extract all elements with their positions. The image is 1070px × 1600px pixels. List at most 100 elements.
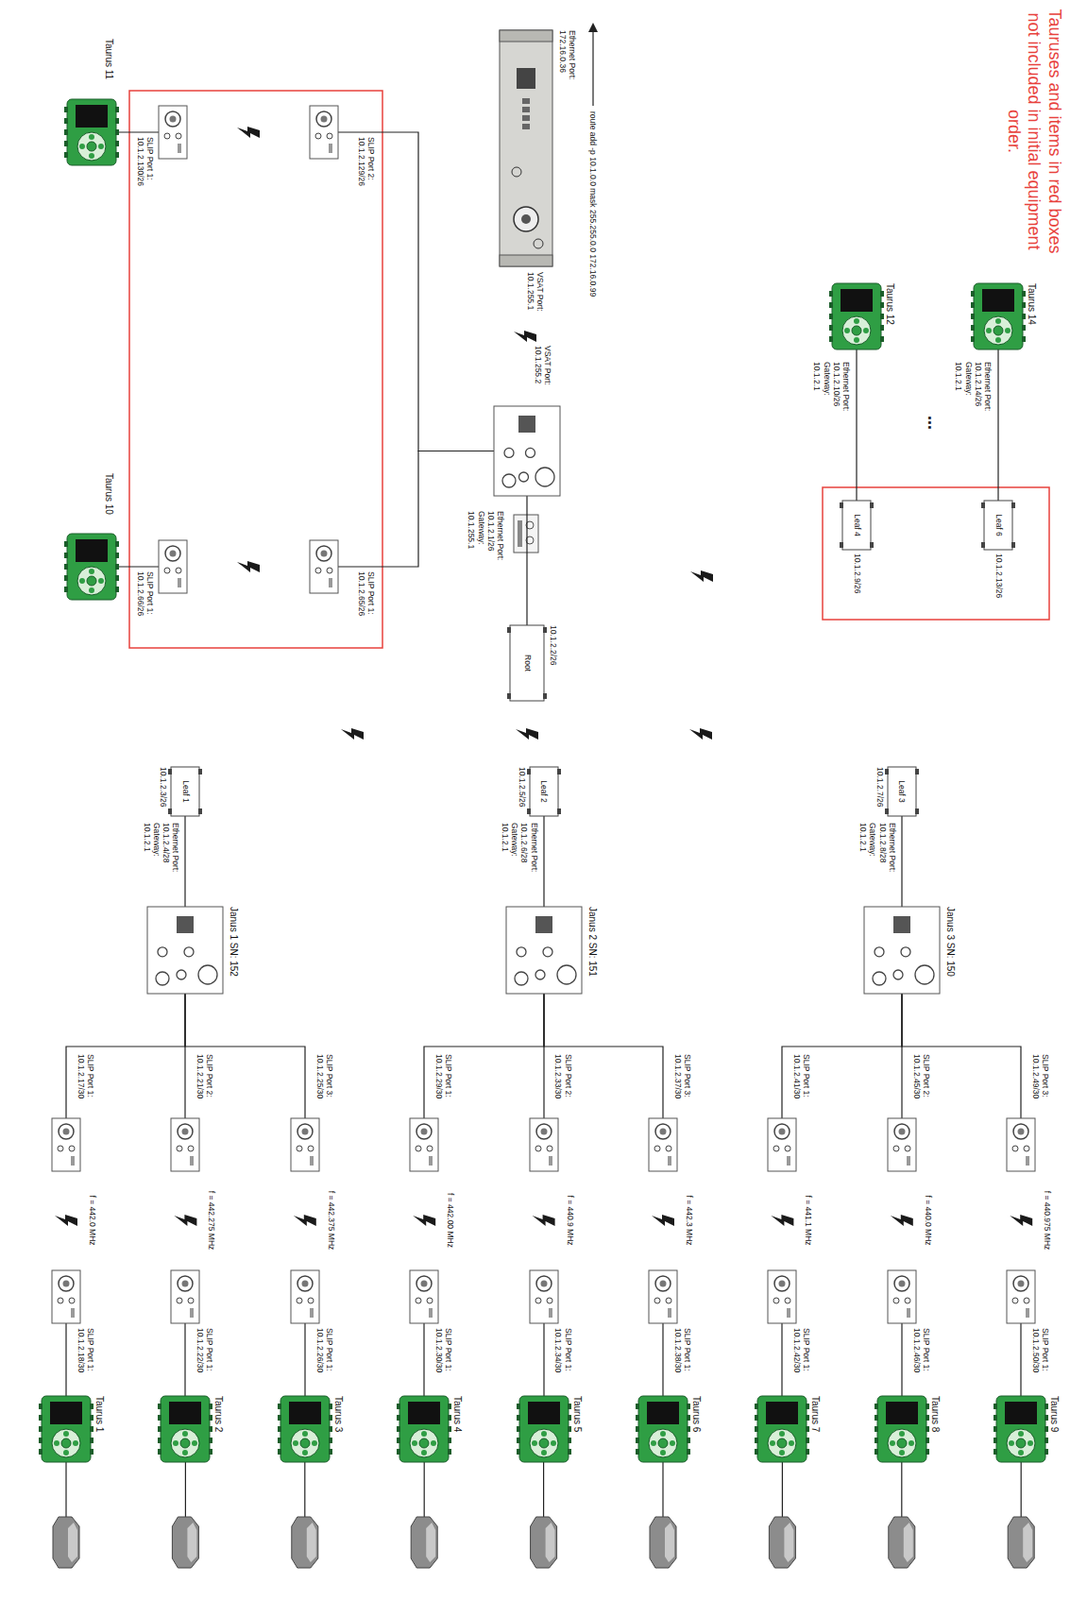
radio-shape xyxy=(170,1270,200,1324)
connector xyxy=(900,1323,902,1396)
port-label: Ethernet Port: 10.1.2.10/26 Gateway: 10.… xyxy=(812,360,851,427)
radio-shape xyxy=(529,1118,559,1172)
port-label: SLIP Port 3: 10.1.2.37/30 xyxy=(673,1053,693,1115)
lightning-symbol xyxy=(532,1214,556,1226)
connector xyxy=(424,993,544,1119)
leaf-box: Leaf 610.1.2.13/26 xyxy=(984,500,1013,550)
taurus-shape xyxy=(973,283,1023,350)
taurus-box: Taurus 7 xyxy=(757,1395,807,1462)
connector xyxy=(543,815,544,907)
radio-shape xyxy=(409,1270,439,1324)
port-label: SLIP Port 2: 10.1.2.129/26 xyxy=(356,136,376,198)
leaf-box: Leaf 210.1.2.5/26 xyxy=(529,766,559,816)
taurus-shape xyxy=(67,99,117,166)
lightning-symbol xyxy=(237,560,260,573)
port-label: SLIP Port 1: 10.1.2.30/30 xyxy=(434,1327,454,1389)
radio-shape xyxy=(170,1118,200,1172)
leaf-box: Leaf 110.1.2.3/26 xyxy=(170,766,200,816)
taurus-box: Taurus 5 xyxy=(519,1395,569,1462)
port-label: SLIP Port 1: 10.1.2.66/26 xyxy=(135,571,155,632)
port-label: Taurus 6 xyxy=(690,1395,702,1432)
port-label: VSAT Port: 10.1.255.1 xyxy=(526,271,545,329)
radio-shape xyxy=(309,105,339,159)
taurus-box: Taurus 12 xyxy=(832,283,882,350)
port-label: SLIP Port 1: 10.1.2.50/30 xyxy=(1031,1327,1051,1389)
port-label: SLIP Port 1: 10.1.2.18/30 xyxy=(76,1327,96,1389)
radio-box: SLIP Port 1: 10.1.2.42/30 xyxy=(767,1270,797,1324)
device-name: Root xyxy=(522,654,531,672)
port-label: Ethernet Port: 10.1.2.6/28 Gateway: 10.1… xyxy=(500,821,540,884)
janus-shape xyxy=(864,906,940,994)
leaf-box: Root10.1.2.2/26 xyxy=(509,625,544,701)
ellipsis-mark: ... xyxy=(922,415,944,430)
radio-box: SLIP Port 3: 10.1.2.25/30 xyxy=(290,1118,320,1172)
janus-shape xyxy=(506,906,582,994)
radio-box: SLIP Port 3: 10.1.2.49/30 xyxy=(1006,1118,1036,1172)
lightning-symbol xyxy=(237,126,260,138)
radio-shape xyxy=(648,1270,678,1324)
lightning-symbol xyxy=(890,1214,914,1226)
port-label: Janus 3 SN: 150 xyxy=(944,906,956,977)
taurus-box: Taurus 11 xyxy=(67,99,117,166)
frequency-label: f = 440.975 MHz xyxy=(1042,1185,1053,1256)
connector xyxy=(781,1323,782,1396)
port-label: SLIP Port 3: 10.1.2.49/30 xyxy=(1031,1053,1051,1115)
radio-shape xyxy=(290,1270,320,1324)
port-label: Ethernet Port: 10.1.2.1/26 Gateway: 10.1… xyxy=(466,509,506,580)
connector xyxy=(1019,1323,1021,1396)
port-label: Taurus 10 xyxy=(102,473,115,515)
radio-box: SLIP Port 2: 10.1.2.129/26 xyxy=(309,105,339,159)
frequency-label: f = 442.375 MHz xyxy=(326,1185,337,1256)
port-label: 10.1.2.5/26 xyxy=(516,766,527,808)
frequency-label: f = 442.0 MHz xyxy=(87,1185,98,1256)
janus-box: VSAT Port: 10.1.255.2 xyxy=(493,406,561,496)
sensor-icon xyxy=(291,1461,319,1568)
radio-shape xyxy=(887,1270,917,1324)
connector xyxy=(65,1323,67,1396)
connector xyxy=(423,1323,425,1396)
port-label: SLIP Port 1: 10.1.2.46/30 xyxy=(911,1327,931,1389)
port-label: Taurus 1 xyxy=(93,1395,105,1432)
radio-box: SLIP Port 1: 10.1.2.22/30 xyxy=(170,1270,200,1324)
janus-box: Janus 2 SN: 151 xyxy=(506,906,582,994)
modem-shape xyxy=(499,30,553,267)
radio-box: SLIP Port 1: 10.1.2.30/30 xyxy=(409,1270,439,1324)
sensors xyxy=(52,1461,1035,1568)
connector xyxy=(543,1323,544,1396)
frequency-label: f = 441.1 MHz xyxy=(803,1185,814,1256)
radio-shape xyxy=(1006,1270,1036,1324)
sensor-icon xyxy=(649,1461,677,1568)
port-label: Taurus 8 xyxy=(929,1395,941,1432)
radio-shape xyxy=(51,1118,81,1172)
taurus-shape xyxy=(832,283,882,350)
leaf-box: Leaf 410.1.2.9/26 xyxy=(842,500,871,550)
device-name: Leaf 3 xyxy=(897,780,906,803)
port-label: SLIP Port 1: 10.1.2.29/30 xyxy=(434,1053,454,1115)
route-arrow xyxy=(588,22,598,106)
port-label: 10.1.2.9/26 xyxy=(852,553,863,595)
lightning-symbol xyxy=(173,1214,197,1226)
radio-box: SLIP Port 3: 10.1.2.37/30 xyxy=(648,1118,678,1172)
connector xyxy=(900,815,902,907)
taurus-shape xyxy=(41,1395,91,1462)
connector xyxy=(304,1323,306,1396)
lightning-symbol xyxy=(412,1214,436,1226)
modem-box: VSAT Port: 10.1.255.1Ethernet Port: 172.… xyxy=(499,30,553,267)
port-label: Ethernet Port: 172.16.0.36 xyxy=(558,30,578,106)
connector xyxy=(185,993,306,1119)
connector xyxy=(662,1323,663,1396)
port-label: SLIP Port 2: 10.1.2.33/30 xyxy=(553,1053,573,1115)
radio-box: SLIP Port 1: 10.1.2.29/30 xyxy=(409,1118,439,1172)
radio-box: SLIP Port 1: 10.1.2.130/26 xyxy=(158,105,187,159)
connector xyxy=(184,1323,186,1396)
port-label: SLIP Port 1: 10.1.2.41/30 xyxy=(792,1053,812,1115)
lightning-symbol xyxy=(513,330,537,342)
lightning-symbol xyxy=(293,1214,317,1226)
janus-shape xyxy=(147,906,223,994)
radio-box: SLIP Port 1: 10.1.2.46/30 xyxy=(887,1270,917,1324)
port-label: Taurus 14 xyxy=(1025,283,1037,325)
port-label: SLIP Port 1: 10.1.2.65/26 xyxy=(356,571,376,632)
sensor-icon xyxy=(52,1461,80,1568)
radio-shape xyxy=(51,1270,81,1324)
